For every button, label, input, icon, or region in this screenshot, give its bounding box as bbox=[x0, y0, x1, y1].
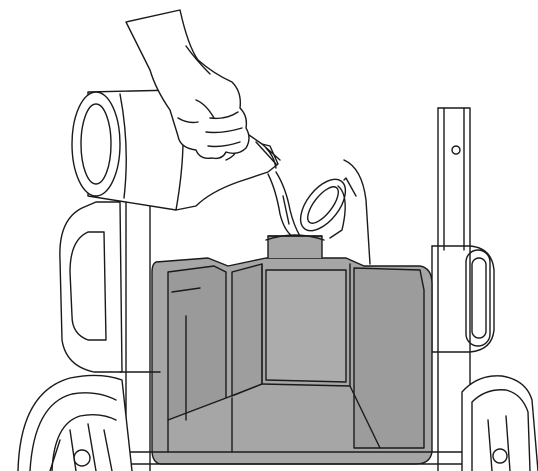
wheel-icon bbox=[462, 376, 538, 471]
wheel-icon bbox=[18, 375, 132, 471]
pour-stream-icon bbox=[268, 172, 300, 236]
detergent-tank-icon bbox=[152, 235, 432, 464]
